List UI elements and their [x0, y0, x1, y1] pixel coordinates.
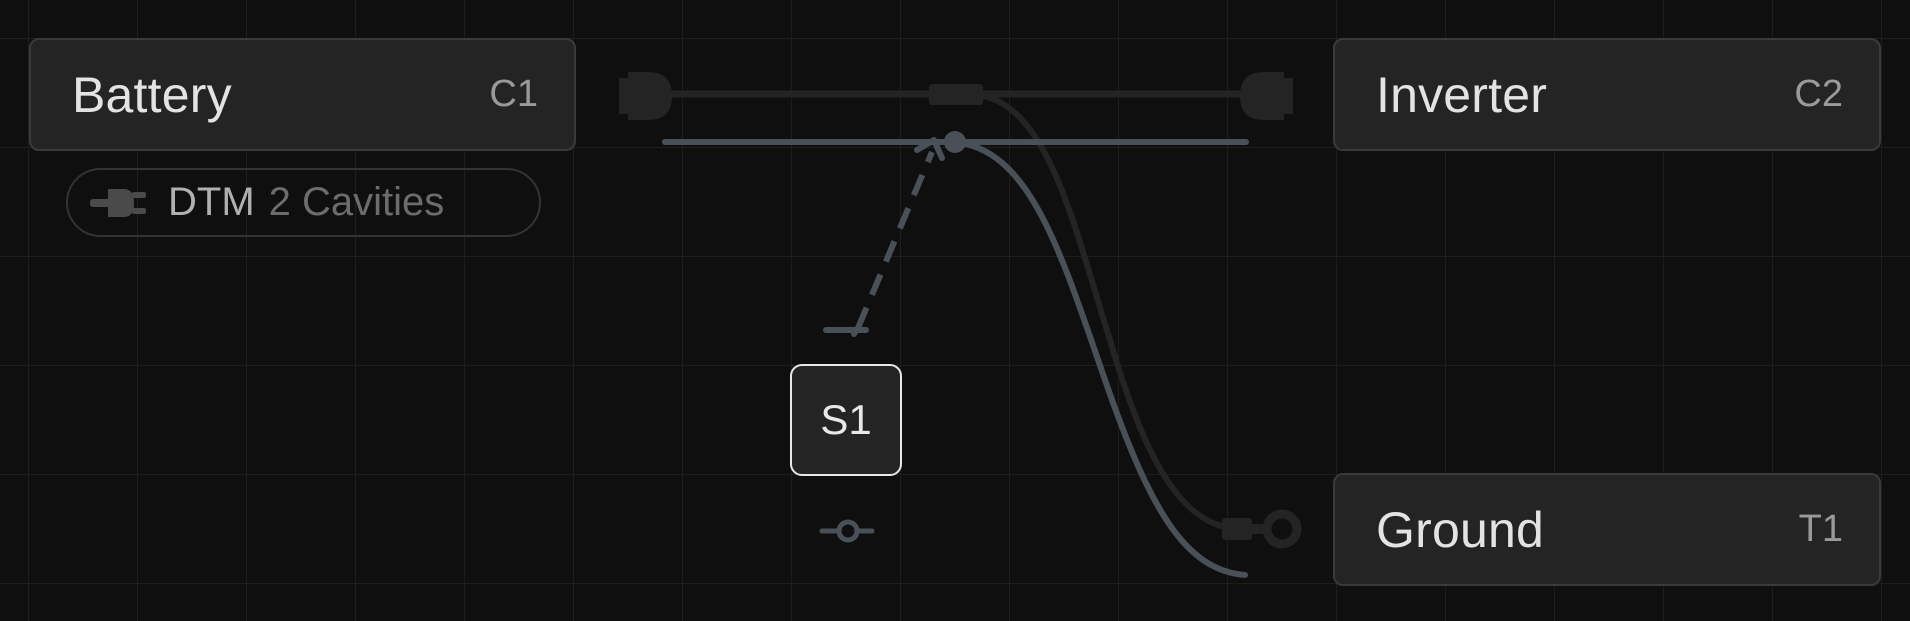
plug-icon — [90, 188, 146, 217]
ring-terminal-icon[interactable] — [1222, 509, 1302, 549]
splice-node-s1[interactable]: S1 — [790, 364, 902, 476]
arrowhead-icon — [914, 137, 945, 161]
connector-left-icon[interactable] — [619, 72, 672, 120]
node-inverter[interactable]: Inverter C2 — [1333, 38, 1881, 151]
connector-cavities: 2 Cavities — [268, 180, 445, 224]
node-title: Ground — [1376, 501, 1544, 558]
node-id: C1 — [489, 73, 538, 115]
node-title: Inverter — [1376, 66, 1548, 123]
splice-top-stub[interactable] — [823, 325, 869, 337]
wire-light-to-ground[interactable] — [952, 139, 1248, 578]
dashed-link-arrow[interactable] — [855, 150, 935, 330]
wire-marker — [929, 84, 983, 105]
node-title: Battery — [72, 66, 232, 123]
splice-label: S1 — [820, 396, 872, 443]
connector-right-icon[interactable] — [1240, 72, 1293, 120]
node-id: T1 — [1798, 508, 1843, 550]
connector-type: DTM — [168, 180, 255, 224]
node-id: C2 — [1794, 73, 1843, 115]
connector-info-pill[interactable]: DTM 2 Cavities — [66, 168, 541, 237]
splice-terminal-icon[interactable] — [819, 519, 875, 543]
node-battery[interactable]: Battery C1 — [29, 38, 576, 151]
wire-dark-to-ground[interactable] — [982, 93, 1231, 531]
node-ground[interactable]: Ground T1 — [1333, 473, 1881, 586]
